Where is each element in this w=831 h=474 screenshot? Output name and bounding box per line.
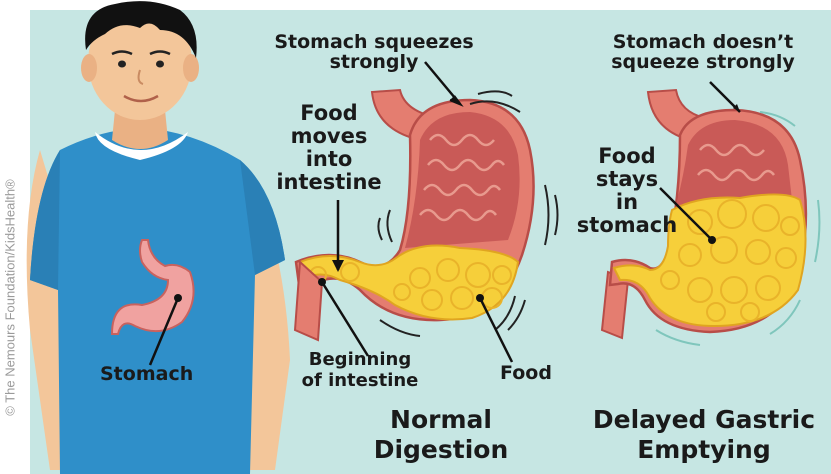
no-squeeze-label: Stomach doesn’t squeeze strongly [596, 33, 810, 73]
squeeze-label: Stomach squeezes strongly [256, 33, 492, 73]
food-label: Food [500, 364, 552, 384]
stomach-label: Stomach [100, 365, 193, 385]
intestine-label: Beginning of intestine [296, 350, 424, 391]
food-moves-label: Food moves into intestine [268, 102, 390, 194]
delayed-caption: Delayed Gastric Emptying [586, 405, 822, 465]
boy-eye-right [156, 61, 164, 68]
boy-figure [27, 1, 290, 474]
boy-eye-left [118, 61, 126, 68]
food-stays-label: Food stays in stomach [566, 145, 688, 237]
normal-caption: Normal Digestion [356, 405, 526, 465]
